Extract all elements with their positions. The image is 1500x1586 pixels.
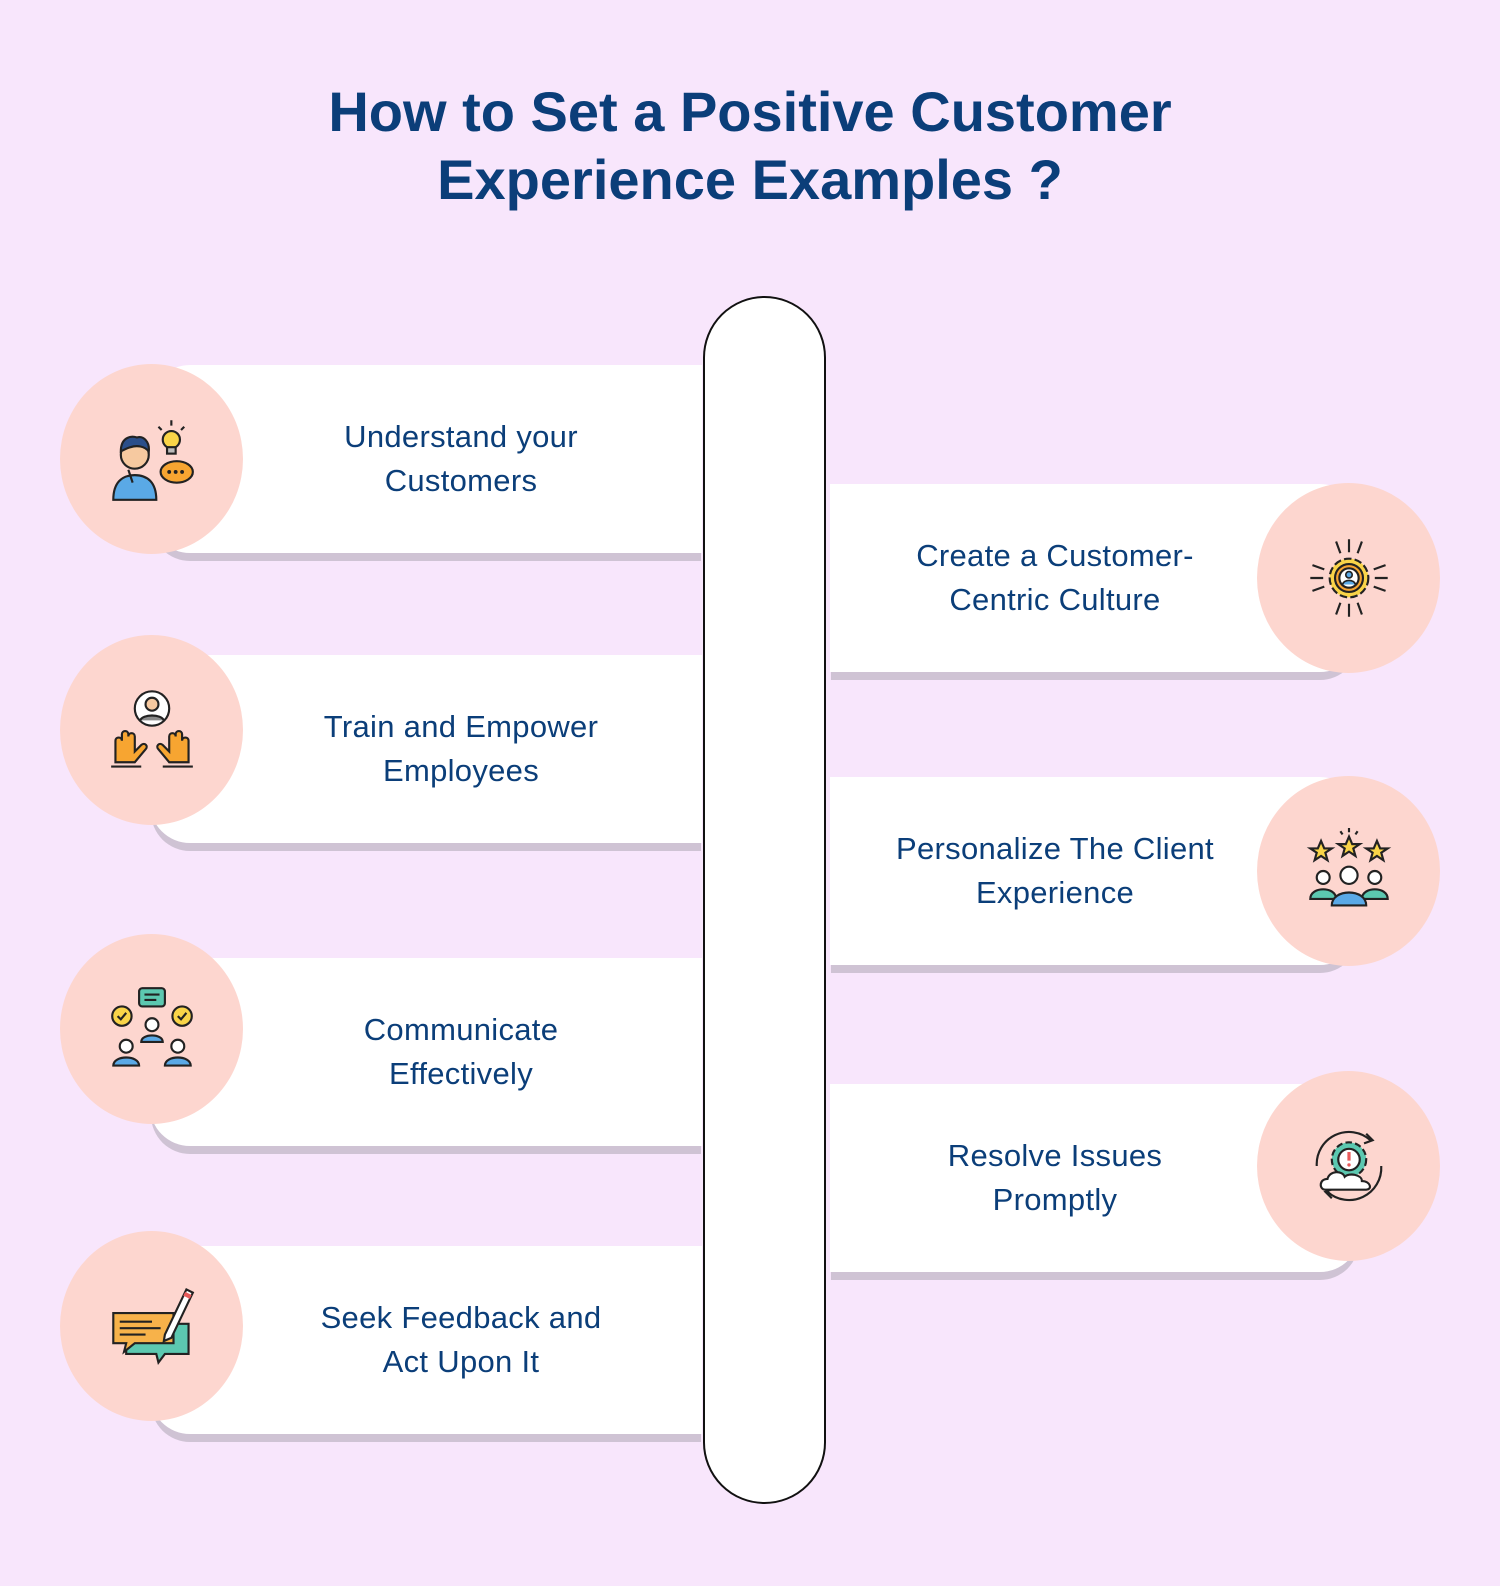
badge-seek-feedback xyxy=(60,1231,243,1421)
badge-personalize-experience xyxy=(1257,776,1440,966)
badge-customer-centric-culture xyxy=(1257,483,1440,673)
customer-centric-gear-icon xyxy=(1309,539,1388,617)
title-line-1: How to Set a Positive Customer xyxy=(328,80,1172,143)
rated-clients-icon xyxy=(1306,828,1391,907)
title-line-2: Experience Examples ? xyxy=(437,148,1063,211)
badge-train-employees xyxy=(60,635,243,825)
badge-understand-customers xyxy=(60,364,243,554)
empower-employee-icon xyxy=(110,690,193,768)
badge-resolve-issues xyxy=(1257,1071,1440,1261)
badge-communicate xyxy=(60,934,243,1124)
center-spine xyxy=(703,296,826,1504)
step-card-customer-centric-culture: Create a Customer-Centric Culture xyxy=(830,484,1360,672)
issue-resolution-icon xyxy=(1315,1130,1382,1202)
thinking-customer-icon xyxy=(111,420,194,501)
step-label: Create a Customer-Centric Culture xyxy=(916,538,1194,617)
feedback-chat-icon xyxy=(111,1287,194,1366)
team-communication-icon xyxy=(110,987,193,1067)
page-title: How to Set a Positive Customer Experienc… xyxy=(0,78,1500,214)
